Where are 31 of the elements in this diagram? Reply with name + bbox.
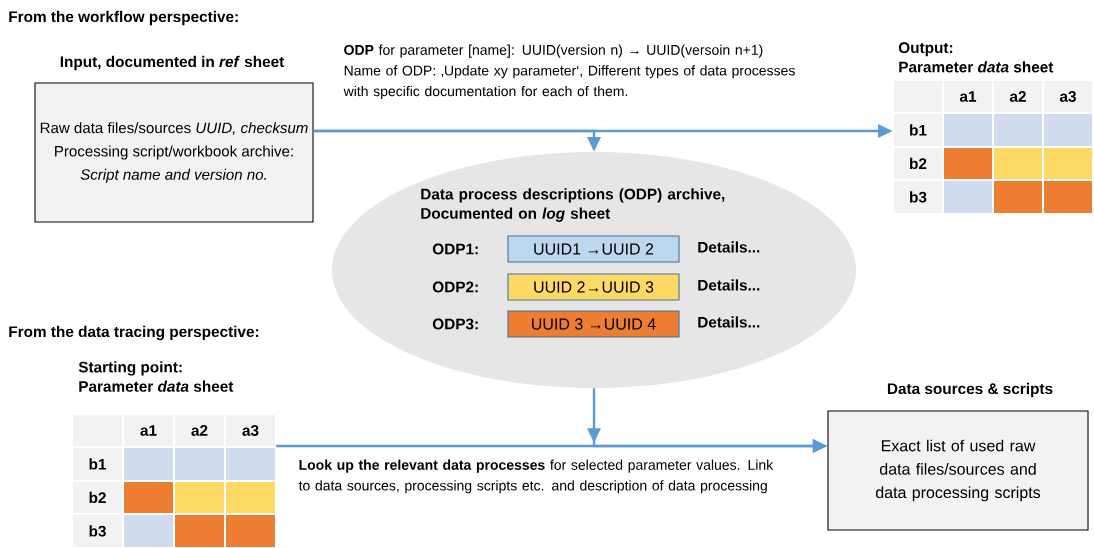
edge-label: Look up the relevant data processes for selected parameter values. Link to data sources, processing scripts etc. and description of data processing <box>297 458 775 495</box>
table-cell: b3 <box>892 179 944 215</box>
table-cell: b2 <box>892 146 944 181</box>
edge-label: ODP for parameter [name]: UUID(version n) → UUID(versoin n+1) Name of ODP: ‚Update xy parameter‘, Different types of data processes with specific documentation for each of them. <box>342 43 800 101</box>
result-box: Exact list of used raw data files/sources and data processing scripts <box>827 410 1089 531</box>
input-box: Raw data files/sources UUID, checksum Processing script/workbook archive: Script name and version no. <box>34 82 314 223</box>
table-cell: a1 <box>942 79 994 114</box>
table-cell: b3 <box>71 513 124 548</box>
details-text: Details... <box>698 241 760 253</box>
table-cell: a3 <box>224 413 277 448</box>
table-heading: Output: Parameter data sheet <box>898 42 1054 73</box>
process-box: UUID 3 →UUID 4 <box>507 310 680 338</box>
box-heading: Data sources & scripts <box>887 382 1053 398</box>
table-heading: Starting point: Parameter data sheet <box>78 361 234 392</box>
details-text: Details... <box>698 279 760 291</box>
row-label: ODP2: <box>432 281 478 293</box>
row-label: ODP1: <box>432 243 478 255</box>
table-cell: b2 <box>71 480 124 515</box>
section-heading: From the data tracing perspective: <box>9 325 259 341</box>
table-cell: a3 <box>1042 79 1094 114</box>
table-cell: a2 <box>173 413 226 448</box>
table-cell: b1 <box>892 112 944 148</box>
process-box: UUID 2→UUID 3 <box>507 273 680 301</box>
process-box: UUID1 →UUID 2 <box>507 235 680 263</box>
section-heading: From the workflow perspective: <box>9 10 238 26</box>
row-label: ODP3: <box>432 318 478 330</box>
box-heading: Input, documented in ref sheet <box>60 55 285 71</box>
table-cell: a2 <box>992 79 1044 114</box>
table-cell: a1 <box>122 413 175 448</box>
table-cell: b1 <box>71 446 124 482</box>
details-text: Details... <box>698 316 760 328</box>
